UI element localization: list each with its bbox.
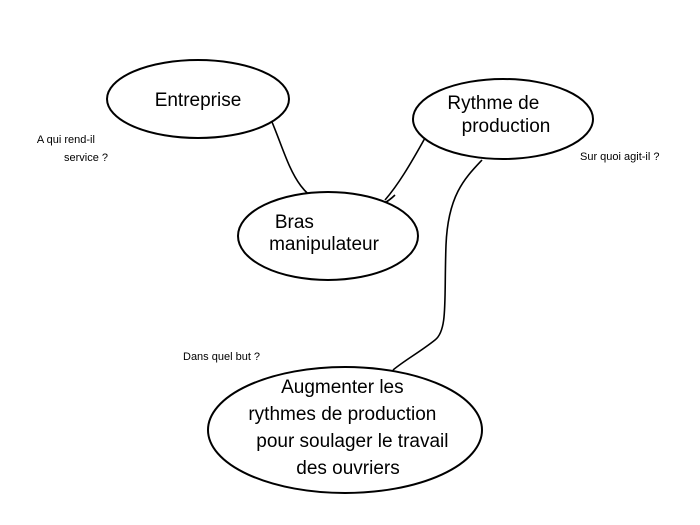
node-entreprise[interactable]: Entreprise	[106, 59, 290, 139]
node-bras-bubble	[237, 191, 419, 281]
node-rythme-bubble	[412, 78, 594, 160]
node-augmenter[interactable]: Augmenter les rythmes de production pour…	[207, 366, 483, 494]
question-sur-quoi-agit-il: Sur quoi agit-il ?	[580, 151, 660, 163]
node-entreprise-bubble	[106, 59, 290, 139]
node-augmenter-label: Augmenter les rythmes de production pour…	[248, 377, 453, 479]
node-rythme-label: Rythme de production	[447, 93, 550, 137]
node-bras-manipulateur[interactable]: Bras manipulateur	[237, 191, 419, 281]
node-augmenter-bubble	[207, 366, 483, 494]
question-a-qui-rend-il-service: A qui rend-il service ?	[37, 134, 108, 164]
link-rythme-bras	[384, 137, 426, 201]
node-entreprise-label: Entreprise	[155, 90, 242, 111]
node-rythme-de-production[interactable]: Rythme de production	[412, 78, 594, 160]
node-bras-label: Bras manipulateur	[269, 212, 380, 255]
link-rythme-but	[392, 159, 483, 371]
question-dans-quel-but: Dans quel but ?	[183, 351, 260, 363]
